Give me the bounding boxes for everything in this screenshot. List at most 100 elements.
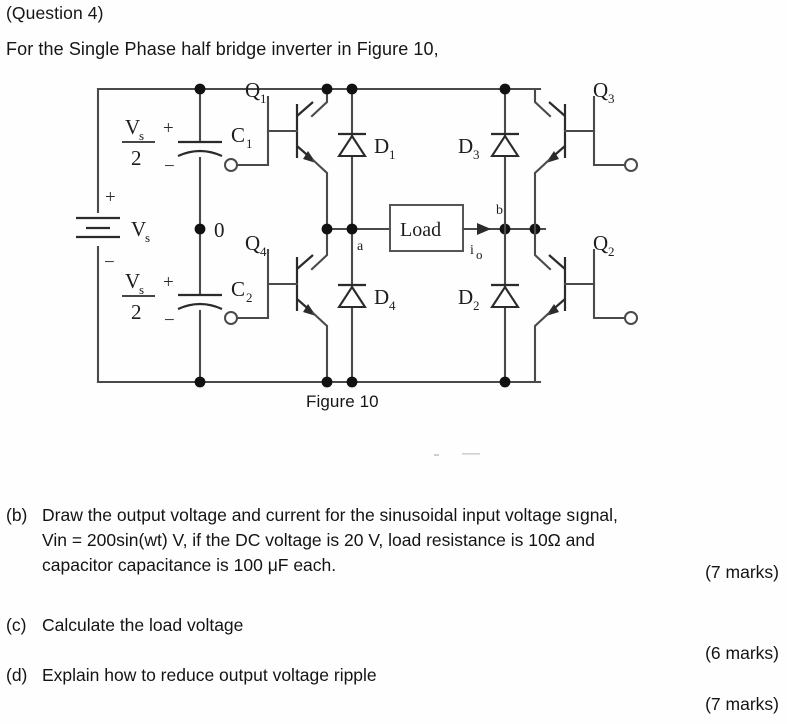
transistor-q3-label-sub: 3 [608, 91, 615, 106]
q3-gate-open-terminal [624, 158, 638, 172]
q4-gate-terminal [224, 248, 270, 325]
node-d2-bottom-rail [499, 376, 511, 388]
node-zero-label: 0 [214, 218, 225, 242]
half-bridge-inverter-schematic: + − V s 0 V s [76, 78, 638, 388]
question-item-b-text: Draw the output voltage and current for … [42, 505, 618, 575]
node-a-dot [346, 223, 358, 235]
node-a-label: a [357, 239, 364, 254]
node-d3-top-rail [499, 83, 511, 95]
transistor-q3-label: Q [593, 78, 608, 102]
node-q1-top-rail [321, 83, 333, 95]
d2-triangle [490, 285, 520, 309]
dc-source-battery [76, 216, 120, 239]
d3-triangle [490, 134, 520, 158]
cap-bottom-voltage-denominator: 2 [131, 300, 142, 324]
question-item-c-label: (c) [6, 615, 27, 635]
question-item-d-marks: (7 marks) [705, 694, 779, 714]
q3-gate-lead [592, 95, 626, 167]
q2-gate-lead [592, 248, 626, 320]
node-d1-top-rail [346, 83, 358, 95]
diode-d4-label-sub: 4 [389, 298, 396, 313]
cap-bottom-plus-sign: + [163, 272, 174, 293]
q2-gate-open-terminal [624, 311, 638, 325]
question-item-b-marks: (7 marks) [705, 562, 779, 582]
transistor-q4 [266, 227, 329, 384]
q1-gate-open-terminal [224, 158, 238, 172]
diode-d2 [490, 283, 520, 309]
node-q4-bottom-rail [321, 376, 333, 388]
cap-top-minus-sign: − [164, 156, 175, 177]
diode-d3-label-sub: 3 [473, 147, 480, 162]
load-box [389, 204, 464, 252]
transistor-q4-label-sub: 4 [260, 244, 267, 259]
q2-emitter-lead [533, 311, 551, 384]
q1-gate-terminal [224, 95, 270, 172]
capacitor-c2 [177, 293, 223, 311]
q4-emitter-lead [311, 311, 329, 384]
q2-gate-terminal [592, 248, 638, 325]
figure-caption: Figure 10 [306, 392, 379, 411]
current-label: i [470, 243, 474, 258]
node-d4-bottom-rail [346, 376, 358, 388]
q4-collector-lead [310, 227, 329, 271]
q3-collector-lead [533, 87, 552, 118]
q4-gate-lead [236, 248, 270, 320]
circuit-diagram: + − V s 0 V s [0, 72, 700, 402]
q4-gate-open-terminal [224, 311, 238, 325]
q1-gate-lead [236, 95, 270, 167]
q2-collector-lead [533, 227, 552, 271]
diode-d4 [337, 283, 367, 309]
diode-d2-label-sub: 2 [473, 298, 480, 313]
node-zero-dot [194, 223, 206, 235]
node-cap-bottom-rail [194, 376, 206, 388]
diode-d3 [490, 132, 520, 158]
question-item-d: (d) Explain how to reduce output voltage… [6, 663, 566, 688]
diode-d1-label-sub: 1 [389, 147, 396, 162]
question-item-d-text: Explain how to reduce output voltage rip… [42, 665, 377, 685]
cap-top-voltage-numerator-sub: s [139, 128, 144, 143]
current-direction-arrow [477, 223, 491, 235]
transistor-q1 [266, 87, 329, 231]
transistor-q4-label: Q [245, 231, 260, 255]
question-item-c: (c) Calculate the load voltage [6, 613, 506, 638]
cap-top-voltage-denominator: 2 [131, 146, 142, 170]
d4-triangle [337, 285, 367, 309]
cap-bottom-voltage-label: V s 2 [122, 269, 155, 324]
cap-top-voltage-label: V s 2 [122, 115, 155, 170]
cap-top-voltage-numerator: V [125, 115, 140, 139]
question-item-c-text: Calculate the load voltage [42, 615, 244, 635]
transistor-q2-label: Q [593, 231, 608, 255]
current-label-sub: o [476, 247, 483, 262]
node-cap-top-rail [194, 83, 206, 95]
diode-d1-label: D [374, 134, 389, 158]
d1-triangle [337, 134, 367, 158]
diode-d1 [337, 132, 367, 158]
q1-emitter-lead [311, 158, 329, 231]
q3-gate-terminal [592, 95, 638, 172]
source-plus-sign: + [105, 187, 116, 208]
capacitor-c2-label-sub: 2 [246, 290, 253, 305]
capacitor-c1 [177, 140, 223, 158]
source-label-sub: s [145, 230, 150, 245]
scan-artifact [434, 453, 480, 456]
question-item-d-label: (d) [6, 665, 28, 685]
source-label: V [131, 217, 146, 241]
transistor-q3 [533, 87, 596, 231]
page-title: (Question 4) [6, 3, 104, 23]
node-a-dot-left [321, 223, 333, 235]
transistor-q1-label-sub: 1 [260, 91, 267, 106]
source-minus-sign: − [104, 252, 115, 273]
question-item-b: (b) Draw the output voltage and current … [6, 503, 781, 578]
diode-d4-label: D [374, 285, 389, 309]
capacitor-c2-label: C [231, 277, 245, 301]
cap-bottom-minus-sign: − [164, 310, 175, 331]
cap-bottom-voltage-numerator: V [125, 269, 140, 293]
cap-bottom-voltage-numerator-sub: s [139, 282, 144, 297]
node-b-label: b [496, 203, 503, 218]
transistor-q2-label-sub: 2 [608, 244, 615, 259]
transistor-q1-label: Q [245, 78, 260, 102]
question-item-b-label: (b) [6, 505, 28, 525]
capacitor-c1-label-sub: 1 [246, 136, 253, 151]
capacitor-c1-label: C [231, 123, 245, 147]
